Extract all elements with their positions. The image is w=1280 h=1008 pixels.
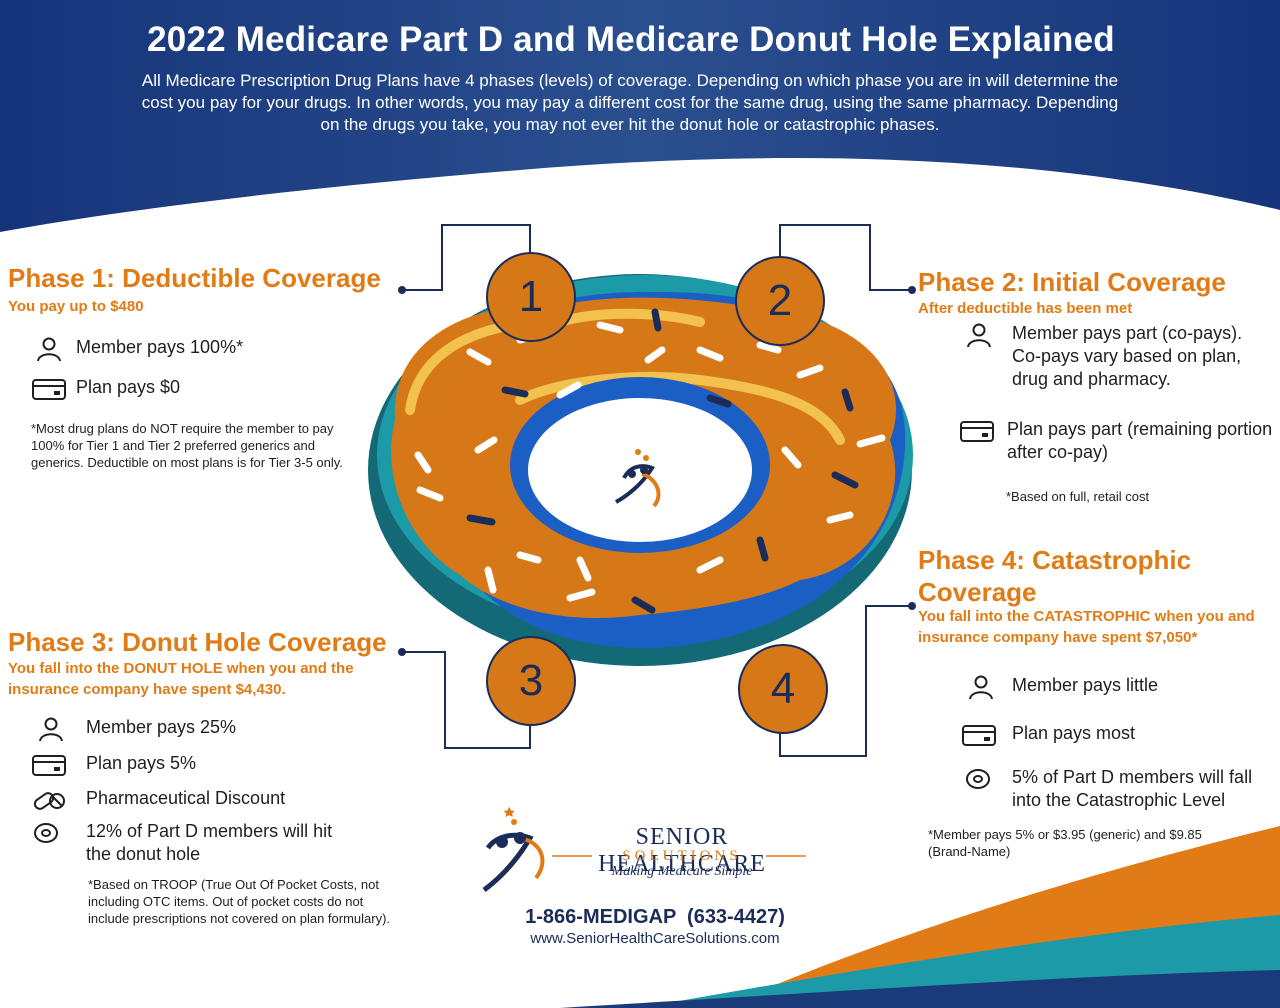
phase-3-item: Member pays 25% bbox=[36, 716, 376, 741]
phase-4-note: *Member pays 5% or $3.95 (generic) and $… bbox=[928, 827, 1202, 859]
credit-card-icon bbox=[960, 421, 994, 442]
phase-2-subtitle: After deductible has been met bbox=[918, 300, 1133, 317]
company-tagline: Making Medicare Simple bbox=[611, 864, 753, 879]
phase-1-item: Plan pays $0 bbox=[32, 376, 372, 401]
donut-icon bbox=[966, 769, 990, 789]
person-icon bbox=[969, 675, 993, 699]
phase-2-note: *Based on full, retail cost bbox=[1006, 489, 1150, 504]
phase-4-subtitle: You fall into the CATASTROPHIC when you … bbox=[918, 608, 1255, 646]
intro-text: All Medicare Prescription Drug Plans hav… bbox=[141, 71, 1119, 134]
phase-1-subtitle: You pay up to $480 bbox=[8, 298, 144, 315]
phase-3-item: 12% of Part D members will hit the donut… bbox=[32, 820, 372, 866]
connector-lines bbox=[402, 224, 912, 757]
person-icon bbox=[37, 337, 61, 361]
center-logo-mark bbox=[615, 449, 661, 508]
header-band bbox=[0, 0, 1280, 232]
credit-card-icon bbox=[32, 755, 66, 776]
phase-4-title: Phase 4: Catastrophic Coverage bbox=[918, 545, 1192, 607]
person-icon bbox=[967, 323, 991, 347]
donut-illustration bbox=[368, 274, 913, 666]
bottom-swoosh-navy bbox=[560, 970, 1280, 1008]
phase-3-badge: 3 bbox=[486, 636, 576, 726]
footer-logo-mark bbox=[482, 806, 545, 893]
phase-1-badge: 1 bbox=[486, 252, 576, 342]
donut-icon bbox=[34, 823, 58, 843]
pills-icon bbox=[33, 792, 65, 810]
company-name: SENIOR HEALTHCARE bbox=[598, 824, 766, 877]
phase-3-item: Pharmaceutical Discount bbox=[32, 787, 372, 812]
person-icon bbox=[39, 717, 63, 741]
phase-2-item: Plan pays part (remaining portion after … bbox=[960, 418, 1280, 464]
phase-2-title: Phase 2: Initial Coverage bbox=[918, 267, 1226, 297]
phase-4-item: Plan pays most bbox=[962, 722, 1262, 747]
website-link[interactable]: www.SeniorHealthCareSolutions.com bbox=[530, 930, 780, 947]
phase-1-note: *Most drug plans do NOT require the memb… bbox=[31, 421, 343, 470]
phase-3-subtitle: You fall into the DONUT HOLE when you an… bbox=[8, 660, 354, 698]
phase-3-note: *Based on TROOP (True Out Of Pocket Cost… bbox=[88, 877, 391, 926]
phase-2-badge: 2 bbox=[735, 256, 825, 346]
phase-4-badge: 4 bbox=[738, 644, 828, 734]
credit-card-icon bbox=[962, 725, 996, 746]
phase-2-item: Member pays part (co-pays). Co-pays vary… bbox=[964, 322, 1264, 391]
phase-1-item: Member pays 100%* bbox=[34, 336, 374, 361]
phase-3-title: Phase 3: Donut Hole Coverage bbox=[8, 627, 387, 657]
page-title: 2022 Medicare Part D and Medicare Donut … bbox=[147, 20, 1115, 59]
phase-4-item: Member pays little bbox=[966, 674, 1266, 699]
phase-4-item: 5% of Part D members will fall into the … bbox=[964, 766, 1274, 812]
phone-number: 1-866-MEDIGAP (633-4427) bbox=[525, 906, 785, 928]
company-name-line2: SOLUTIONS bbox=[622, 848, 742, 864]
phase-3-item: Plan pays 5% bbox=[32, 752, 372, 777]
credit-card-icon bbox=[32, 379, 66, 400]
phase-1-title: Phase 1: Deductible Coverage bbox=[8, 263, 381, 293]
